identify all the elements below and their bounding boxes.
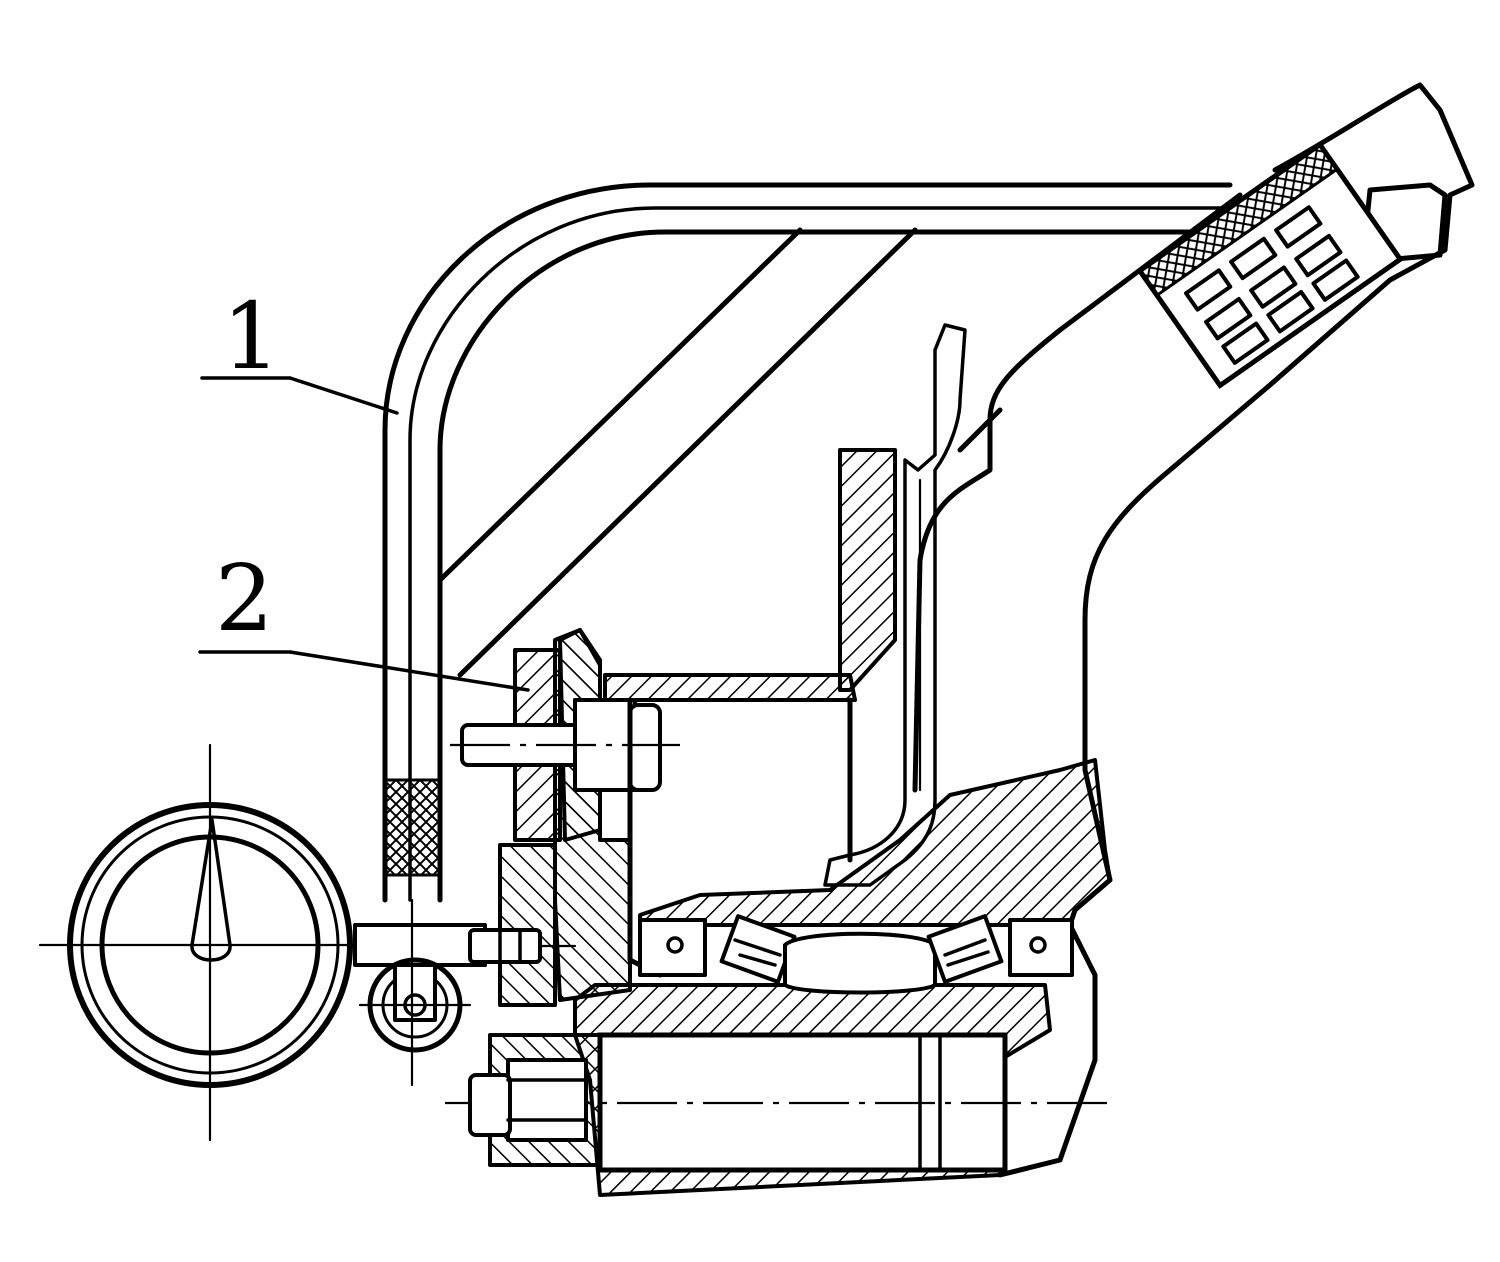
label-2-callout: 2 bbox=[198, 545, 530, 692]
label-2: 2 bbox=[215, 545, 274, 652]
bearings bbox=[638, 914, 1074, 995]
clamp-block bbox=[1136, 141, 1404, 389]
label-1: 1 bbox=[222, 283, 281, 390]
shaft bbox=[445, 1032, 1115, 1173]
label-1-callout: 1 bbox=[200, 283, 399, 415]
dial-indicator bbox=[38, 743, 577, 1142]
interior-diagonals bbox=[437, 227, 918, 678]
frame-bracket-part-1 bbox=[382, 182, 1233, 903]
